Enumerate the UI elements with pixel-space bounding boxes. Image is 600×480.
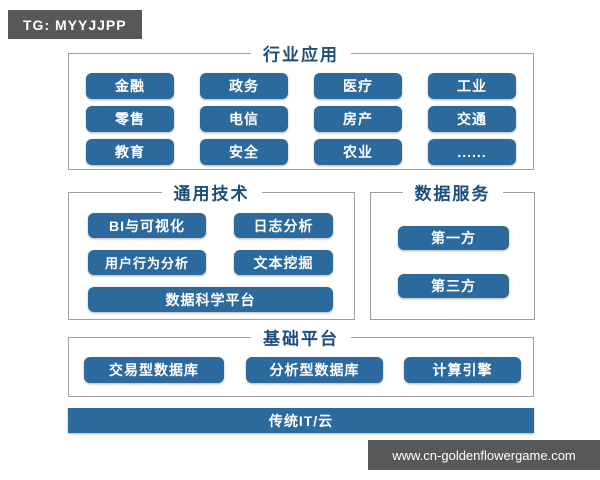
panel-data-services: 数据服务 第一方 第三方: [370, 179, 535, 320]
dserv-box-first-party: 第一方: [398, 226, 509, 250]
industry-box-security: 安全: [200, 139, 288, 165]
industry-box-government: 政务: [200, 73, 288, 99]
industry-box-education: 教育: [86, 139, 174, 165]
industry-box-realestate: 房产: [314, 106, 402, 132]
base-box-transactional-db: 交易型数据库: [84, 357, 224, 383]
base-box-compute-engine: 计算引擎: [404, 357, 521, 383]
industry-grid: 金融 政务 医疗 工业 零售 电信 房产 交通 教育 安全 农业 ......: [86, 73, 516, 165]
industry-box-agriculture: 农业: [314, 139, 402, 165]
gtech-box-log-analysis: 日志分析: [234, 213, 333, 238]
industry-panel-title: 行业应用: [251, 40, 351, 66]
industry-box-finance: 金融: [86, 73, 174, 99]
industry-box-more: ......: [428, 139, 516, 165]
gtech-box-text-mining: 文本挖掘: [234, 250, 333, 275]
panel-industry-applications: 行业应用 金融 政务 医疗 工业 零售 电信 房产 交通 教育 安全 农业 ..…: [68, 40, 534, 170]
data-services-panel-title: 数据服务: [402, 179, 503, 205]
dserv-box-third-party: 第三方: [398, 274, 509, 298]
industry-box-retail: 零售: [86, 106, 174, 132]
base-box-analytical-db: 分析型数据库: [246, 357, 383, 383]
gtech-box-bi-visualization: BI与可视化: [88, 213, 206, 238]
industry-box-industrial: 工业: [428, 73, 516, 99]
infra-bar-traditional-it-cloud: 传统IT/云: [68, 408, 534, 433]
tg-badge: TG: MYYJJPP: [8, 10, 142, 39]
general-tech-panel-title: 通用技术: [161, 179, 262, 205]
industry-box-transport: 交通: [428, 106, 516, 132]
industry-box-medical: 医疗: [314, 73, 402, 99]
watermark-badge: www.cn-goldenflowergame.com: [368, 440, 600, 470]
industry-box-telecom: 电信: [200, 106, 288, 132]
panel-general-technology: 通用技术 BI与可视化 日志分析 用户行为分析 文本挖掘 数据科学平台: [68, 179, 355, 320]
gtech-box-data-science-platform: 数据科学平台: [88, 287, 333, 312]
gtech-box-user-behavior: 用户行为分析: [88, 250, 206, 275]
panel-base-platform: 基础平台 交易型数据库 分析型数据库 计算引擎: [68, 324, 534, 397]
base-platform-panel-title: 基础平台: [251, 324, 351, 350]
